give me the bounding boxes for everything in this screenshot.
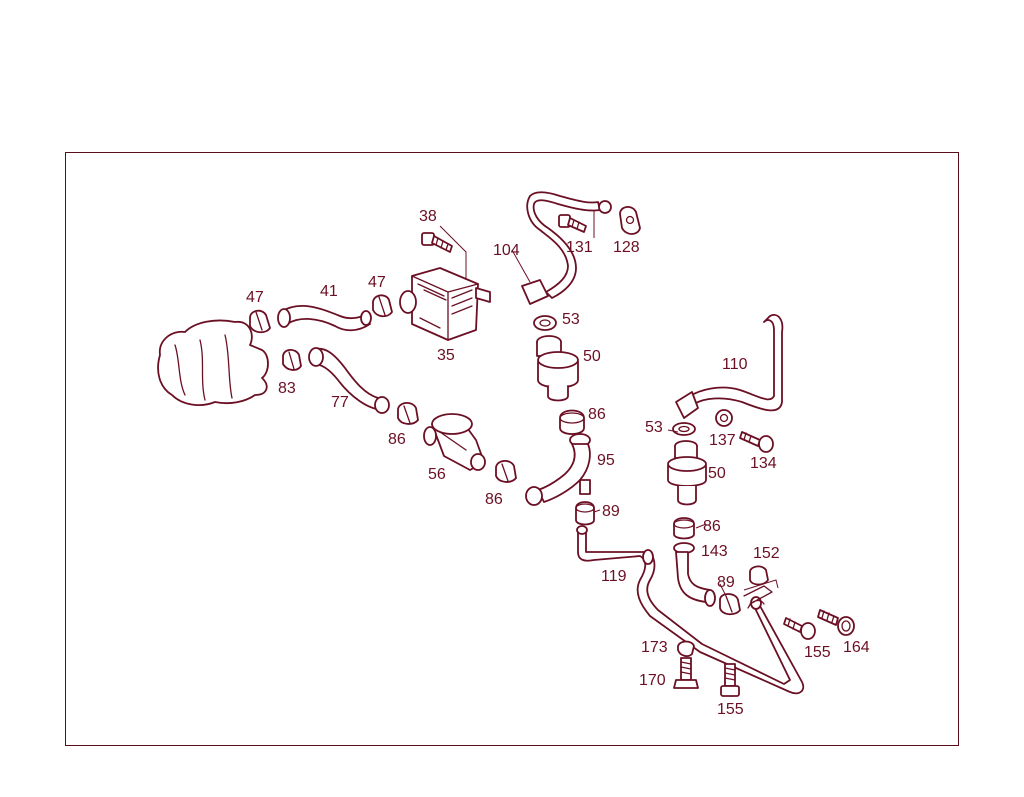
callout-173: 173 [641,639,668,656]
callout-38: 38 [419,208,437,225]
valve-35 [399,267,491,341]
hose-77 [308,347,390,414]
hose-41 [277,305,372,332]
spring-clip [743,585,773,609]
callout-86-center: 86 [588,406,606,423]
clamp-89-center [575,501,595,526]
callout-119: 119 [601,568,627,585]
callout-53-top: 53 [562,311,580,328]
washer-53-top [533,315,557,331]
callout-89-center: 89 [602,503,620,520]
clamp-86-right [673,517,695,540]
clip-173 [677,640,695,657]
valve-56 [423,413,486,471]
clamp-86-left [397,402,419,425]
callout-170: 170 [639,672,666,689]
bolt-134 [739,431,774,453]
bolt-131 [558,214,587,233]
engine-block [157,319,269,406]
clamp-47-left [249,309,271,334]
callout-77: 77 [331,394,349,411]
washer-53-right [672,422,696,436]
callout-56: 56 [428,466,446,483]
callout-95: 95 [597,452,615,469]
callout-47-right: 47 [368,274,386,291]
callout-86-left: 86 [388,431,406,448]
gasket-128 [619,206,641,235]
pipe-119 [576,525,805,695]
callout-110: 110 [722,356,748,373]
clamp-86-middle [495,460,517,483]
bolt-155-right [783,617,816,640]
clamp-47-right [372,294,393,318]
clamp-86-center [559,409,585,435]
valve-50-right [667,440,707,506]
bolt-170 [673,657,699,689]
diagram-frame [65,152,959,746]
bolt-164 [817,609,855,636]
clamp-89-right [719,593,741,616]
hose-95 [525,433,591,506]
clamp-83 [282,348,302,371]
bolt-155-bottom [720,663,740,697]
callout-50-top: 50 [583,348,601,365]
callout-50-right: 50 [708,465,726,482]
leader-lines [439,210,779,597]
callout-47-left: 47 [246,289,264,306]
callout-41: 41 [320,283,338,300]
callout-128: 128 [613,239,640,256]
bushing-152 [749,565,769,586]
hose-143 [673,542,716,607]
callout-155-bottom: 155 [717,701,744,718]
callout-86-right: 86 [703,518,721,535]
callout-104: 104 [493,242,520,259]
callout-134: 134 [750,455,777,472]
callout-164: 164 [843,639,870,656]
callout-137: 137 [709,432,736,449]
callout-53-right: 53 [645,419,663,436]
bolt-38 [421,232,453,253]
valve-50-top [536,335,579,402]
callout-152: 152 [753,545,780,562]
washer-137 [715,409,733,427]
callout-143: 143 [701,543,728,560]
callout-89-right: 89 [717,574,735,591]
callout-86-middle: 86 [485,491,503,508]
callout-35: 35 [437,347,455,364]
callout-131: 131 [566,239,593,256]
callout-155-right: 155 [804,644,831,661]
pipe-104 [521,191,612,305]
pipe-110 [675,314,784,419]
callout-83: 83 [278,380,296,397]
